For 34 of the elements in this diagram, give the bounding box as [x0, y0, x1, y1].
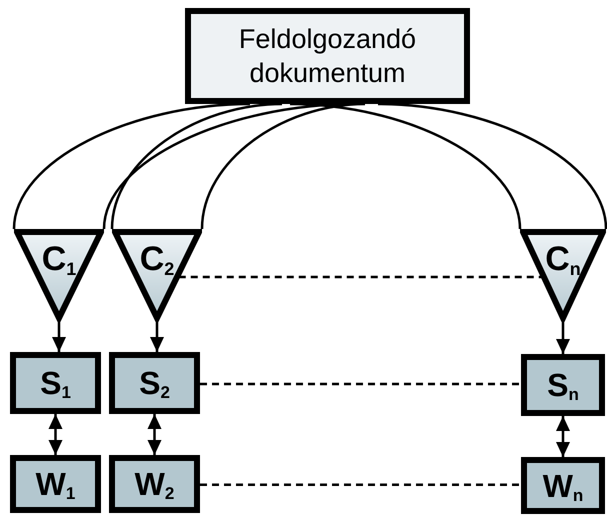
dashed-line	[200, 484, 521, 486]
node-label: C$_{2}$	[140, 239, 174, 279]
process-box	[10, 455, 101, 513]
connector-line	[290, 102, 522, 230]
process-box	[10, 352, 101, 414]
node-label: S$_{n}$	[547, 366, 579, 404]
arrow	[52, 322, 66, 352]
arrow	[556, 416, 570, 457]
process-box	[109, 352, 200, 414]
arrow	[556, 322, 570, 354]
node-label: S$_{2}$	[139, 364, 170, 402]
process-box	[521, 354, 605, 416]
triangle-node	[112, 229, 202, 322]
dashed-line	[200, 382, 521, 386]
connector-line	[200, 102, 366, 230]
connector-line	[12, 102, 250, 230]
connector-line	[110, 102, 282, 230]
connector-line	[378, 102, 607, 230]
process-box	[521, 457, 605, 514]
dashed-line	[178, 276, 542, 278]
arrow	[150, 322, 164, 352]
node-label: C$_{n}$	[545, 239, 581, 279]
arrow	[48, 414, 62, 455]
arrow	[148, 414, 162, 455]
process-box	[109, 455, 200, 513]
node-label: C$_{1}$	[42, 239, 76, 279]
node-label: W$_{n}$	[542, 466, 584, 504]
node-label: W$_{2}$	[134, 465, 174, 503]
document-box	[185, 8, 470, 104]
triangle-node	[520, 229, 606, 322]
node-label: W$_{1}$	[36, 465, 76, 503]
node-label: S$_{1}$	[40, 364, 71, 402]
node-label: Feldolgozandó dokumentum	[238, 23, 418, 90]
triangle-node	[14, 229, 104, 322]
